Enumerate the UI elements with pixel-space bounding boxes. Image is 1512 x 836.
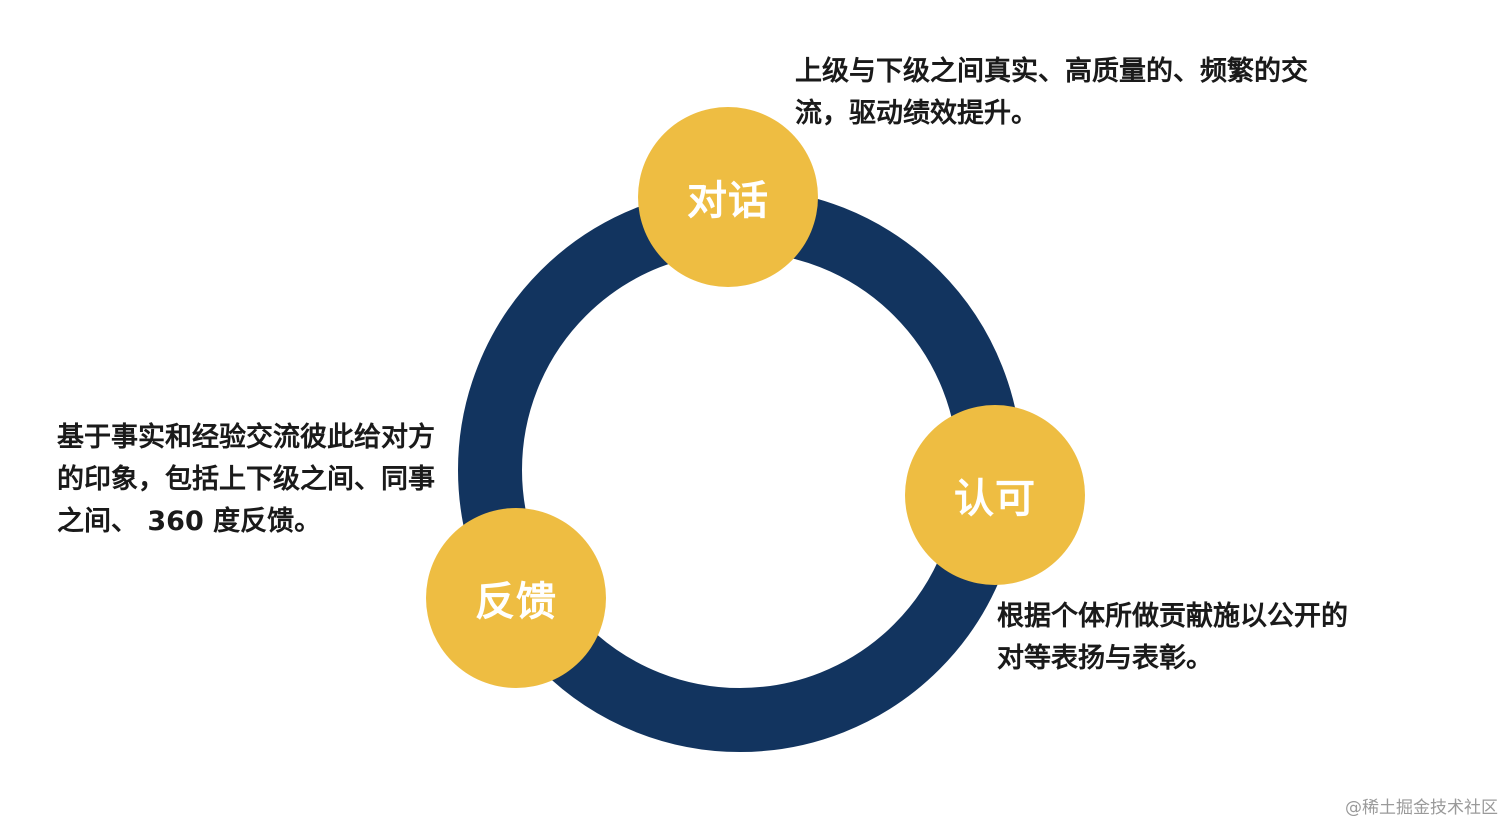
recognition-description: 根据个体所做贡献施以公开的对等表扬与表彰。 (997, 601, 1348, 674)
node-recognition: 认可 (905, 405, 1085, 585)
node-dialogue: 对话 (638, 107, 818, 287)
dialogue-description: 上级与下级之间真实、高质量的、频繁的交流，驱动绩效提升。 (795, 56, 1308, 129)
watermark: @稀土掘金技术社区 (1345, 798, 1498, 818)
feedback-description: 基于事实和经验交流彼此给对方的印象，包括上下级之间、同事之间、 360 度反馈。 (57, 422, 435, 537)
node-feedback: 反馈 (426, 508, 606, 688)
